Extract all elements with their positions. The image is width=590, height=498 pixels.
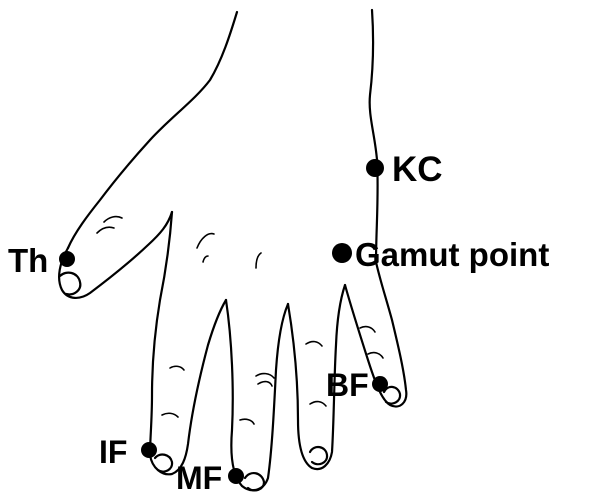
bf-label: BF [326,367,369,403]
little-crease-1 [360,327,375,332]
palm-crease-2 [203,256,208,262]
thumb-outline [59,212,172,298]
ring-nail [310,447,327,464]
thumb-label: Th [8,242,48,279]
little-nail [384,387,400,404]
palm-crease-1 [197,234,214,248]
index-finger-outline [150,300,226,474]
middle-nail [245,473,264,490]
little-crease-2 [368,353,383,358]
index-nail [155,455,172,472]
point-bf: BF [326,367,388,403]
tapping-points: KC Gamut point Th BF IF MF [8,150,549,496]
palm-crease-3 [256,253,261,268]
gamut-label: Gamut point [355,236,549,273]
if-label: IF [99,434,127,470]
thumb-crease-2 [104,217,122,222]
index-crease-2 [170,366,184,370]
mf-label: MF [176,460,222,496]
middle-crease-2 [258,382,272,386]
ring-crease-1 [306,342,322,346]
if-dot [141,442,157,458]
palm-left [150,212,172,455]
bf-dot [372,376,388,392]
wrist-left-edge [68,12,237,248]
kc-label: KC [392,150,443,189]
gamut-dot [332,243,352,263]
middle-crease-1 [256,374,274,378]
thumb-crease-1 [97,227,114,233]
middle-crease-3 [240,419,254,424]
middle-finger-outline [226,300,288,490]
thumb-dot [59,251,75,267]
mf-dot [228,468,244,484]
wrist-right-edge [370,10,378,262]
ring-crease-2 [310,402,326,406]
kc-dot [366,159,384,177]
point-gamut: Gamut point [332,236,549,273]
point-if: IF [99,434,157,470]
index-crease-1 [162,413,178,417]
